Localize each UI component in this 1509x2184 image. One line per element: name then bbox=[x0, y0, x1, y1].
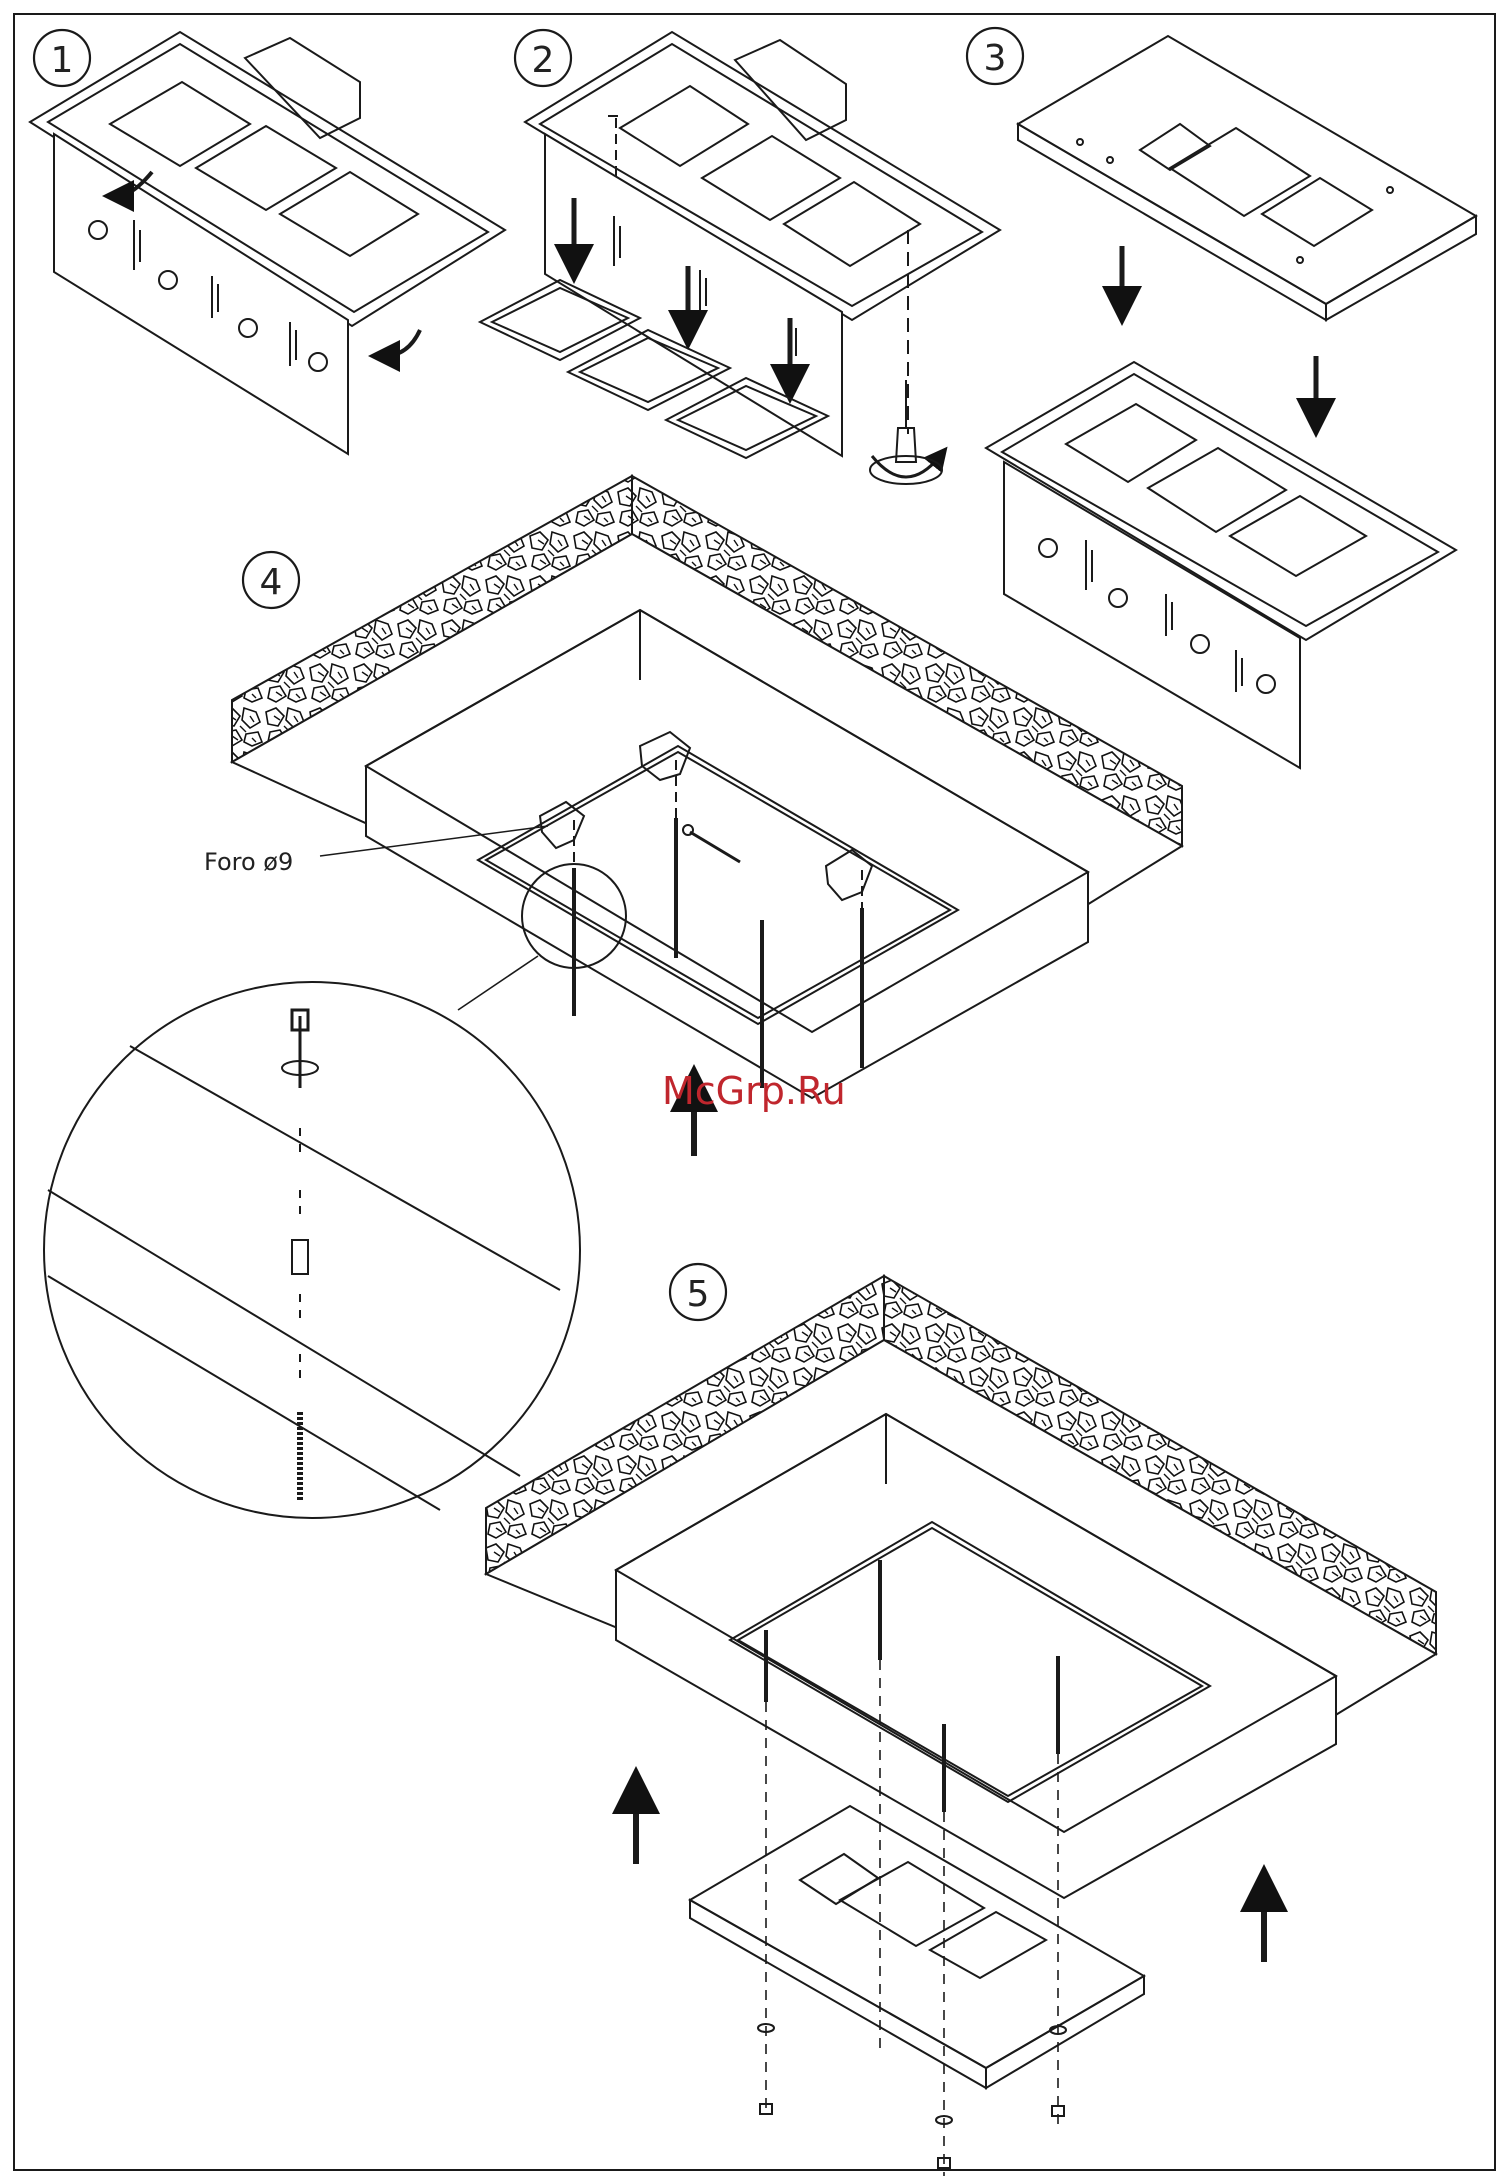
step-1-number: 1 bbox=[51, 40, 74, 81]
step-5-group bbox=[486, 1264, 1436, 2176]
hole-label: Foro ø9 bbox=[204, 848, 293, 876]
step-5-number: 5 bbox=[687, 1274, 710, 1315]
step-1-release-arrow bbox=[384, 330, 420, 356]
step-3-mounting-plate bbox=[1018, 36, 1476, 304]
watermark: McGrp.Ru bbox=[662, 1069, 846, 1113]
screwdriver-icon bbox=[896, 380, 916, 462]
step-2-number: 2 bbox=[532, 40, 555, 81]
step-3-group bbox=[967, 28, 1476, 768]
step-2-group bbox=[480, 30, 1000, 484]
step-3-number: 3 bbox=[984, 38, 1007, 79]
step-4-number: 4 bbox=[260, 562, 283, 603]
step-1-group bbox=[30, 30, 505, 454]
